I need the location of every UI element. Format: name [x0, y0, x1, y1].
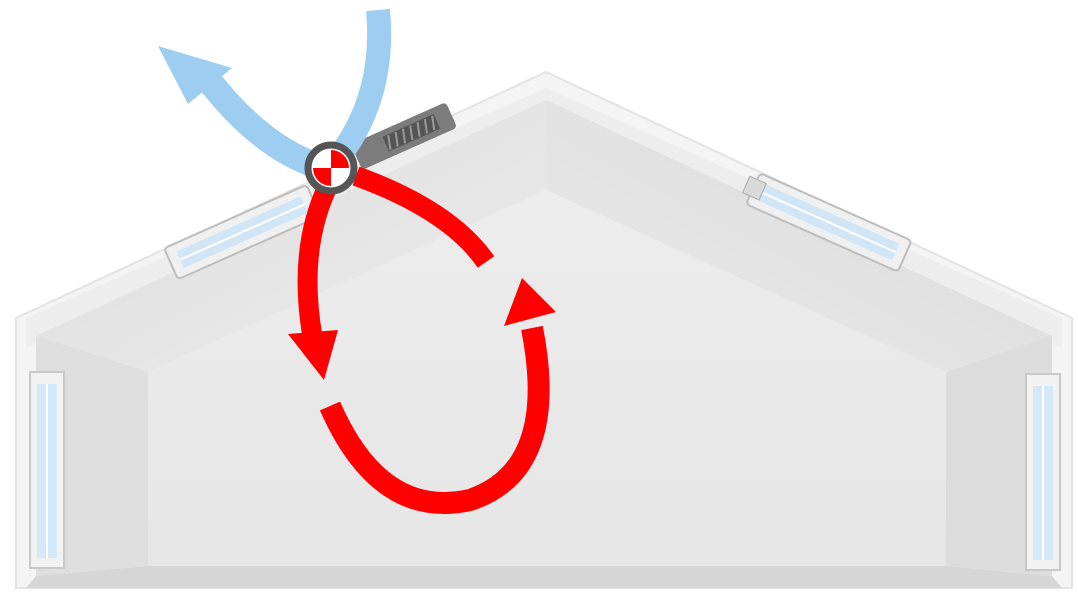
airflow-warm-loop-arrow [319, 278, 556, 514]
airflow-warm-down-arrow [288, 181, 338, 380]
floor [26, 566, 1062, 588]
airflow-fresh-in-band [328, 8, 392, 166]
roof-window-right [741, 173, 912, 272]
airflow-fresh-out-arrow [158, 46, 323, 179]
ceiling-right [546, 100, 1052, 372]
wall-window-left [29, 371, 65, 569]
wall-window-right [1025, 373, 1061, 571]
roof-fan-icon [352, 103, 456, 169]
roof-window-left [164, 185, 321, 280]
fan-rotor-icon [304, 141, 358, 195]
ceiling-left [36, 100, 546, 372]
airflow-warm-top-arc [352, 166, 495, 268]
